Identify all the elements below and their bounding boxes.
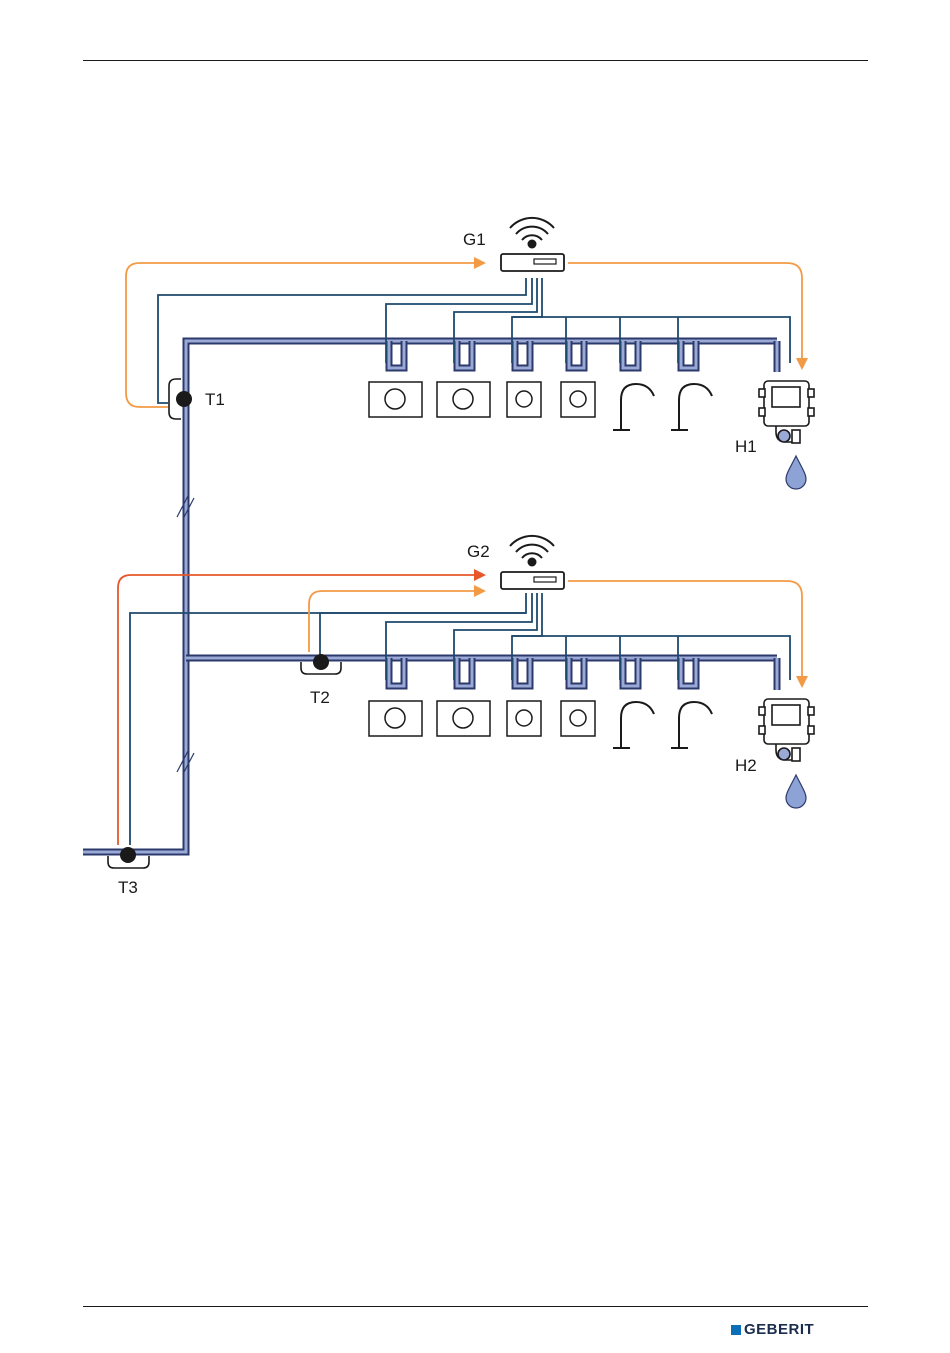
washbasin-panel-icon — [437, 382, 490, 417]
gateway-g2-label: G2 — [467, 542, 490, 561]
brand-name: GEBERIT — [744, 1321, 814, 1338]
flush-unit-h1[interactable]: H1 — [735, 381, 814, 489]
fixtures-upper — [369, 382, 712, 430]
water-drop-icon — [786, 775, 806, 808]
sensor-t1[interactable]: T1 — [169, 379, 225, 419]
brand-square-icon — [731, 1325, 741, 1335]
gateway-g2[interactable]: G2 — [467, 536, 564, 589]
flush-valve-icon — [759, 381, 814, 443]
water-drop-icon — [786, 456, 806, 489]
washbasin-panel-icon — [437, 701, 490, 736]
sensor-t2-label: T2 — [310, 688, 330, 707]
tap-icon — [671, 702, 712, 748]
flush-unit-h2[interactable]: H2 — [735, 699, 814, 808]
washbasin-panel-icon — [561, 701, 595, 736]
pipe-loops-upper — [389, 341, 696, 368]
flush-unit-h2-label: H2 — [735, 756, 757, 775]
washbasin-panel-icon — [507, 382, 541, 417]
tap-icon — [613, 384, 654, 430]
supply-line — [118, 575, 484, 845]
tap-icon — [671, 384, 712, 430]
flush-unit-h1-label: H1 — [735, 437, 757, 456]
washbasin-panel-icon — [369, 382, 422, 417]
tap-icon — [613, 702, 654, 748]
sensor-t1-label: T1 — [205, 390, 225, 409]
fixtures-lower — [369, 701, 712, 748]
washbasin-panel-icon — [561, 382, 595, 417]
sensor-t3-label: T3 — [118, 878, 138, 897]
wifi-gateway-icon — [501, 218, 564, 271]
washbasin-panel-icon — [507, 701, 541, 736]
brand-logo: GEBERIT — [731, 1321, 814, 1338]
gateway-g1-label: G1 — [463, 230, 486, 249]
wifi-gateway-icon — [501, 536, 564, 589]
main-pipe-network — [83, 341, 777, 852]
flush-valve-icon — [759, 699, 814, 761]
washbasin-panel-icon — [369, 701, 422, 736]
sensor-t2[interactable]: T2 — [301, 654, 341, 707]
pipe-loops-lower — [389, 658, 696, 686]
